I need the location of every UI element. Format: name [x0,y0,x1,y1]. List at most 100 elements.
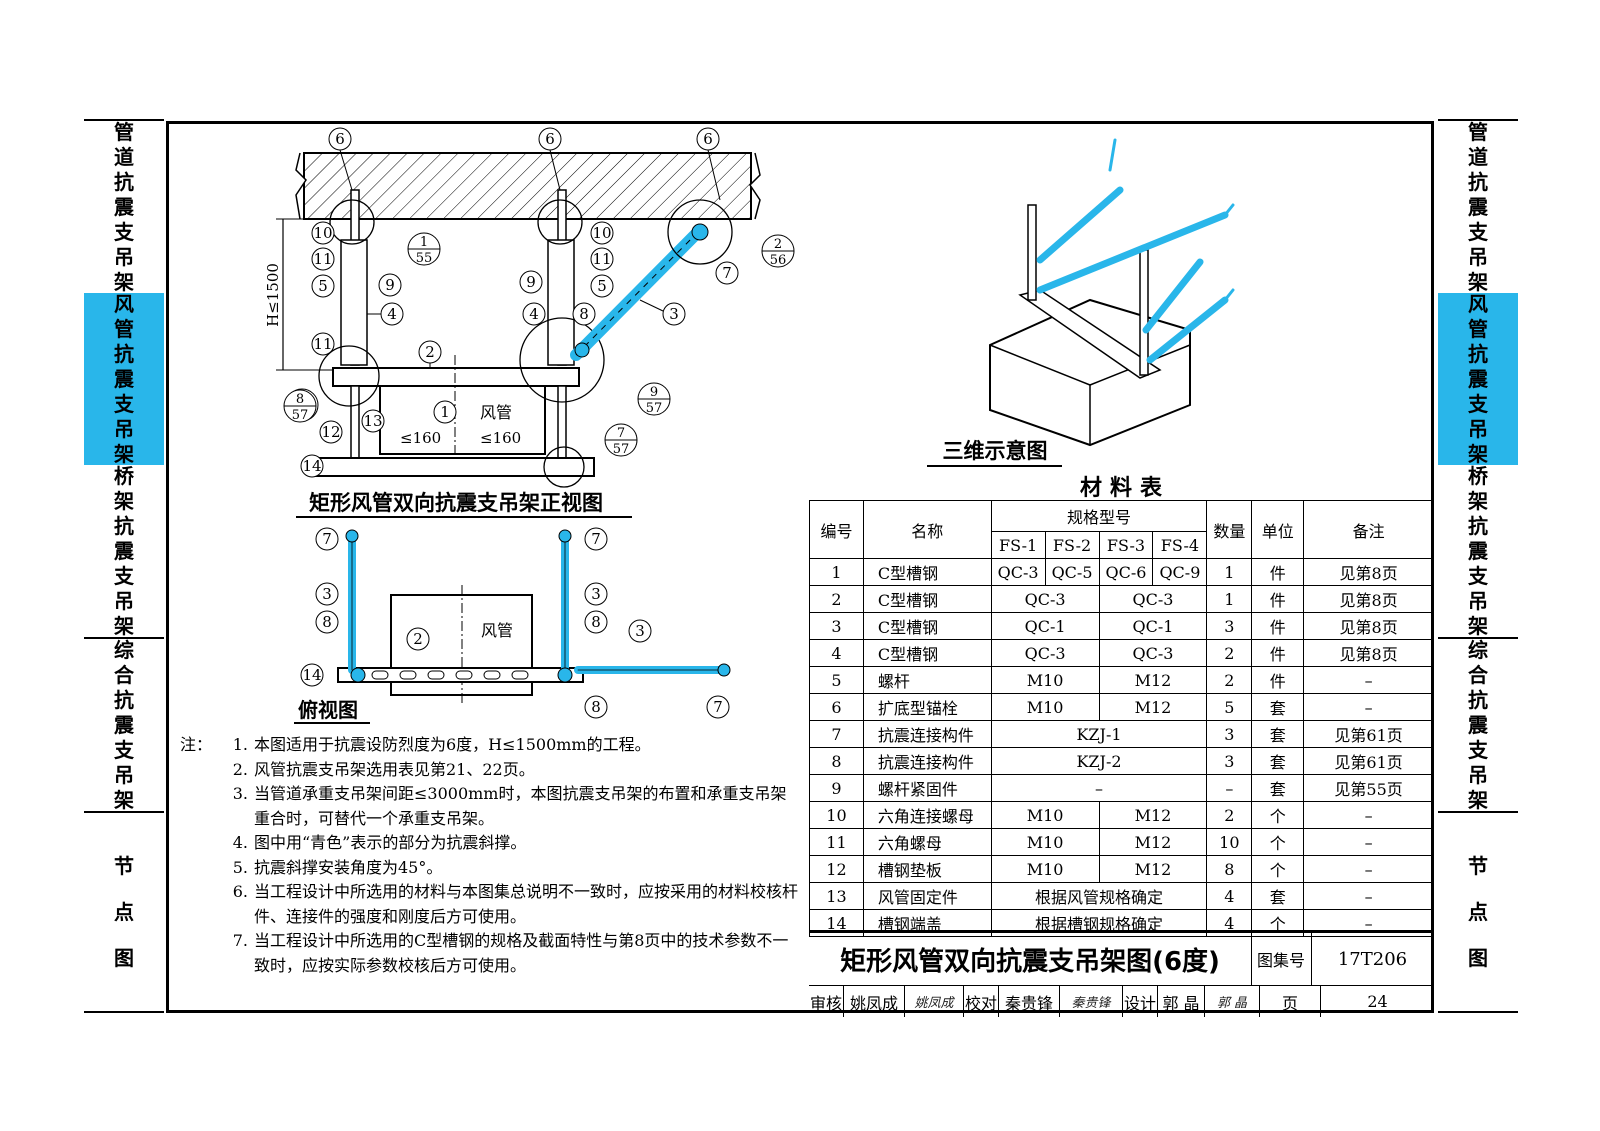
clearance-label: ≤160 [400,429,441,447]
checker-name: 秦贵锋 [999,986,1060,1017]
sidebar-section[interactable]: 管道抗震支吊架 [84,119,164,294]
sidebar-section[interactable]: 节点图 [84,813,164,1011]
cell: 根据风管规格确定 [990,882,1208,910]
svg-text:6: 6 [335,130,345,148]
design-label: 设计 [1123,986,1158,1017]
callout: 9 [519,270,543,294]
page-number: 24 [1367,992,1388,1011]
svg-text:1: 1 [420,235,428,250]
sidebar-section-active[interactable]: 风管抗震支吊架 [1438,291,1518,466]
cell: 见第61页 [1303,747,1434,775]
svg-text:13: 13 [363,412,382,430]
cell: KZJ-2 [990,747,1208,775]
svg-text:11: 11 [313,335,332,353]
channel-plan [337,667,584,683]
sidebar-section[interactable]: 管道抗震支吊架 [1438,119,1518,294]
cell: QC-3 [1098,585,1208,613]
note-text: 抗震斜撑安装角度为45°。 [254,857,443,877]
col-header: 备注 [1303,500,1434,559]
callout: 8 [572,302,596,326]
cell: C型槽钢 [862,612,992,640]
cell: 8 [1206,855,1253,883]
title-block: 矩形风管双向抗震支吊架图(6度) 图集号 17T206 审核 姚凤成 姚凤成 校… [809,930,1434,1017]
designer-signature: 郭 晶 [1205,986,1260,1017]
cell: M12 [1098,801,1208,829]
sidebar-section-active[interactable]: 风管抗震支吊架 [84,292,164,466]
sidebar-label: 管道抗震支吊架 [1468,119,1488,294]
bottom-channel [313,457,595,477]
note-number: 1. [232,735,248,754]
c-channel-vertical [547,239,575,366]
detail-circle [667,199,733,265]
cell: 个 [1251,801,1305,829]
note-number: 4. [232,833,248,852]
detail-circle [519,317,605,403]
3d-view-title: 三维示意图 [943,438,1048,463]
model-header: FS-3 [1098,531,1154,559]
sidebar-section[interactable]: 综合抗震支吊架 [84,638,164,812]
seismic-brace-plan [345,529,731,683]
callout: 8 [315,610,339,634]
sidebar-section[interactable]: 桥架抗震支吊架 [84,464,164,638]
notes-prefix: 注： [180,735,213,754]
cell: 2 [809,585,864,613]
cell: 2 [1206,666,1253,694]
note-number: 6. [232,882,248,901]
cell: 个 [1251,855,1305,883]
cell: – [1303,882,1434,910]
svg-text:3: 3 [322,585,332,603]
cell: 六角螺母 [862,828,992,856]
page-label: 页 [1260,986,1321,1017]
svg-text:12: 12 [321,423,340,441]
detail-circle [537,199,583,245]
duct-label: 风管 [480,403,512,422]
cell: 3 [1206,612,1253,640]
callout: 10 [311,221,335,245]
note-text: 本图适用于抗震设防烈度为6度，H≤1500mm的工程。 [254,735,651,754]
callout: 8 [584,695,608,719]
cell: 10 [1206,828,1253,856]
cell: 11 [809,828,864,856]
cell: – [1303,801,1434,829]
col-header: 名称 [862,500,992,559]
callout: 6 [696,127,721,201]
cell: 螺杆 [862,666,992,694]
cell: 4 [1206,882,1253,910]
review-label: 审核 [809,986,844,1017]
svg-text:4: 4 [529,305,539,323]
sidebar-section[interactable]: 节点图 [1438,813,1518,1011]
svg-text:11: 11 [592,250,611,268]
svg-text:14: 14 [302,666,321,684]
sidebar-section[interactable]: 桥架抗震支吊架 [1438,464,1518,638]
svg-text:8: 8 [579,305,589,323]
reviewer-name: 姚凤成 [844,986,905,1017]
svg-text:55: 55 [416,251,433,266]
divider [1438,1011,1518,1013]
sidebar-label: 管道抗震支吊架 [114,119,134,294]
isometric-view [989,138,1235,447]
callout: 6 [328,127,353,191]
front-view: H≤1500 风管 ≤160 ≤160 [264,152,761,488]
cell: 个 [1251,828,1305,856]
callout-group-top: 7 3 8 2 14 7 3 8 3 8 7 [300,527,730,719]
concrete-slab [303,152,752,220]
break-line [749,152,761,220]
sidebar-section[interactable]: 综合抗震支吊架 [1438,638,1518,812]
cell: 3 [1206,747,1253,775]
callout: 2 [418,340,442,368]
cell: M12 [1098,666,1208,694]
svg-text:6: 6 [703,130,713,148]
sidebar-label: 风管抗震支吊架 [1468,291,1488,466]
col-header: 数量 [1206,500,1253,559]
model-header: FS-2 [1044,531,1100,559]
cell: C型槽钢 [862,558,992,586]
callout: 11 [311,247,335,271]
cell: – [1303,855,1434,883]
cell: 8 [809,747,864,775]
svg-text:8: 8 [322,613,332,631]
callout: 3 [639,299,686,326]
